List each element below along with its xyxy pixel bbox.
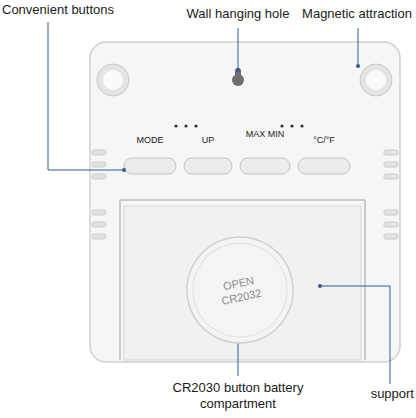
magnet bbox=[360, 64, 392, 96]
leader-lines bbox=[48, 22, 390, 384]
button-label: MODE bbox=[124, 135, 176, 146]
wall-hanging-hole bbox=[232, 68, 244, 86]
callout-text: Convenient buttons bbox=[2, 2, 122, 18]
battery-cover: OPENCR2032 bbox=[176, 226, 304, 354]
battery-cover-inner-ring bbox=[184, 234, 295, 345]
support-stand bbox=[120, 200, 365, 360]
button-label: °C/°F bbox=[298, 135, 350, 146]
callout-text: Magnetic attraction bbox=[300, 6, 414, 22]
button-label: UP bbox=[184, 135, 232, 146]
device-body bbox=[90, 42, 400, 362]
support-panel bbox=[124, 206, 361, 360]
callout-text: support bbox=[350, 386, 414, 402]
battery-cover-rim bbox=[177, 227, 303, 353]
magnet-center bbox=[366, 70, 386, 90]
magnet-center bbox=[103, 70, 123, 90]
callout-text: Wall hanging hole bbox=[176, 6, 300, 22]
callout-text: CR2030 button battery compartment bbox=[170, 380, 306, 411]
magnet bbox=[97, 64, 129, 96]
buttons bbox=[124, 158, 350, 174]
indicator-dots bbox=[174, 124, 303, 127]
button-label: MAX MIN bbox=[244, 130, 286, 139]
